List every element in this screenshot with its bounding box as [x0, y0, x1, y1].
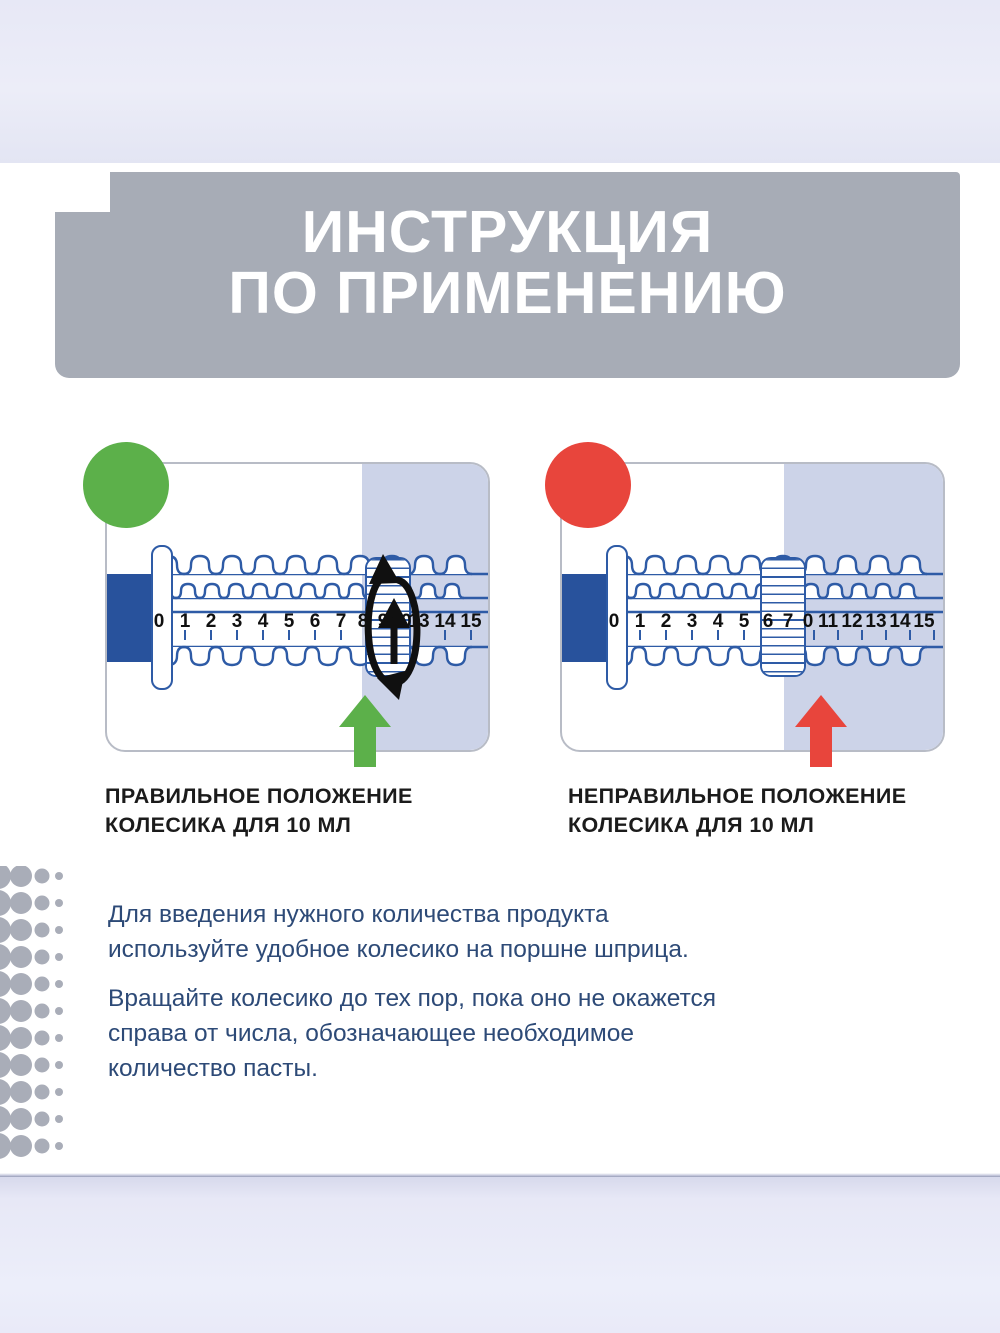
scale-number: 0 — [802, 611, 814, 632]
caption-incorrect: НЕПРАВИЛЬНОЕ ПОЛОЖЕНИЕ КОЛЕСИКА ДЛЯ 10 М… — [568, 784, 907, 838]
scale-number: 14 — [889, 611, 911, 632]
scale-number: 7 — [782, 611, 794, 632]
scale-number: 1 — [179, 611, 191, 632]
scale-number: 4 — [712, 611, 724, 632]
scale-number: 15 — [460, 611, 482, 632]
scale-number: 2 — [660, 611, 672, 632]
scale-number: 6 — [762, 611, 774, 632]
instruction-banner: ИНСТРУКЦИЯ ПО ПРИМЕНЕНИЮ — [55, 172, 960, 378]
caption-correct: ПРАВИЛЬНОЕ ПОЛОЖЕНИЕ КОЛЕСИКА ДЛЯ 10 МЛ — [105, 784, 413, 838]
page-bottom-edge — [0, 1173, 1000, 1178]
scale-number: 6 — [309, 611, 321, 632]
scale-number: 10 — [390, 611, 412, 632]
plunger-block — [107, 574, 157, 662]
scale-number: 13 — [408, 611, 430, 632]
decorative-dot-grid — [0, 866, 63, 1159]
scale-number: 1 — [634, 611, 646, 632]
scale-number: 3 — [231, 611, 243, 632]
wheel-knurl-stripes — [762, 559, 804, 675]
scale-number: 7 — [335, 611, 347, 632]
red-up-arrow-icon — [795, 695, 847, 767]
plunger-block — [562, 574, 612, 662]
scale-number: 14 — [434, 611, 456, 632]
diagram-card-incorrect: 0 1 2 3 4 5 6 7 0 11 12 13 14 15 — [560, 462, 945, 752]
scale-number: 8 — [357, 611, 369, 632]
scale-number: 12 — [841, 611, 863, 632]
scale-number: 13 — [865, 611, 887, 632]
status-dot-correct — [83, 442, 169, 528]
body-paragraph-2: Вращайте колесико до тех пор, пока оно н… — [108, 985, 717, 1082]
scale-number: 3 — [686, 611, 698, 632]
plunger-flange — [151, 545, 173, 690]
ambient-band-bottom — [0, 1177, 1000, 1333]
green-up-arrow-icon — [339, 695, 391, 767]
page-title: ИНСТРУКЦИЯ ПО ПРИМЕНЕНИЮ — [228, 199, 787, 327]
scale-number: 15 — [913, 611, 935, 632]
body-paragraph-1: Для введения нужного количества продукта… — [108, 901, 689, 963]
banner-corner-notch — [55, 172, 110, 212]
scale-number: 11 — [817, 611, 839, 632]
card-shade-region — [784, 464, 943, 750]
status-dot-incorrect — [545, 442, 631, 528]
ambient-band-top — [0, 0, 1000, 163]
scale-number: 5 — [738, 611, 750, 632]
scale-number: 0 — [153, 611, 165, 632]
dosing-wheel[interactable] — [760, 557, 806, 677]
scale-number: 5 — [283, 611, 295, 632]
diagram-card-correct: 0 1 2 3 4 5 6 7 8 9 10 13 14 15 — [105, 462, 490, 752]
scale-number: 9 — [377, 611, 389, 632]
rotation-arrow-icon — [364, 554, 421, 700]
scale-number: 0 — [608, 611, 620, 632]
plunger-flange — [606, 545, 628, 690]
scale-number: 4 — [257, 611, 269, 632]
scale-number: 2 — [205, 611, 217, 632]
